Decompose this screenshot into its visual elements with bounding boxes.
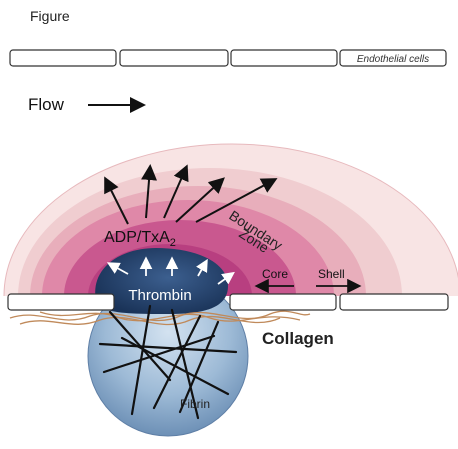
white-arrow — [196, 258, 208, 277]
white-arrow — [217, 271, 235, 285]
adp-label-subscript: 2 — [170, 237, 176, 249]
fibrin-fiber — [98, 342, 238, 354]
endothelial-cell — [9, 49, 117, 67]
white-arrow — [106, 262, 129, 275]
collagen-fiber — [19, 315, 281, 326]
collagen-fiber — [39, 311, 301, 322]
endothelial-cell — [229, 293, 337, 311]
endothelial-cell — [230, 49, 338, 67]
endothelial-cell — [7, 293, 115, 311]
thrombin-label: Thrombin — [128, 287, 191, 304]
thrombin-blob — [95, 248, 229, 314]
fibrin-fiber — [120, 336, 230, 396]
black-arrow — [163, 164, 189, 219]
black-arrow — [195, 178, 278, 223]
core-label: Core — [262, 267, 288, 281]
endothelial-label: Endothelial cells — [357, 54, 429, 65]
adp-txa2-label: ADP/TxA2 — [104, 229, 176, 249]
collagen-fibers — [9, 310, 311, 326]
black-arrow — [175, 177, 225, 223]
black-arrow — [141, 164, 158, 219]
figure-title: Figure — [30, 8, 70, 24]
fibrin-network — [98, 304, 238, 420]
flow-label: Flow — [28, 95, 65, 114]
endothelial-cell — [339, 49, 447, 67]
endothelial-cell — [119, 49, 229, 67]
collagen-fiber — [9, 310, 311, 322]
agonist-arrows — [104, 164, 278, 225]
endothelial-cells-top: Endothelial cells — [9, 49, 447, 67]
endothelial-cells-bottom — [7, 293, 449, 311]
fibrin-fiber — [170, 308, 200, 420]
endothelial-cell — [339, 293, 449, 311]
black-arrow — [104, 176, 129, 225]
fibrin-fiber — [102, 334, 216, 374]
fibrin-fiber — [152, 314, 202, 410]
adp-label-main: ADP/TxA — [104, 229, 170, 246]
shell-label: Shell — [318, 267, 345, 281]
fibrin-fiber — [178, 320, 220, 414]
thrombin-arrows — [106, 256, 235, 285]
collagen-label: Collagen — [262, 329, 334, 348]
fibrin-label: Fibrin — [180, 397, 210, 411]
